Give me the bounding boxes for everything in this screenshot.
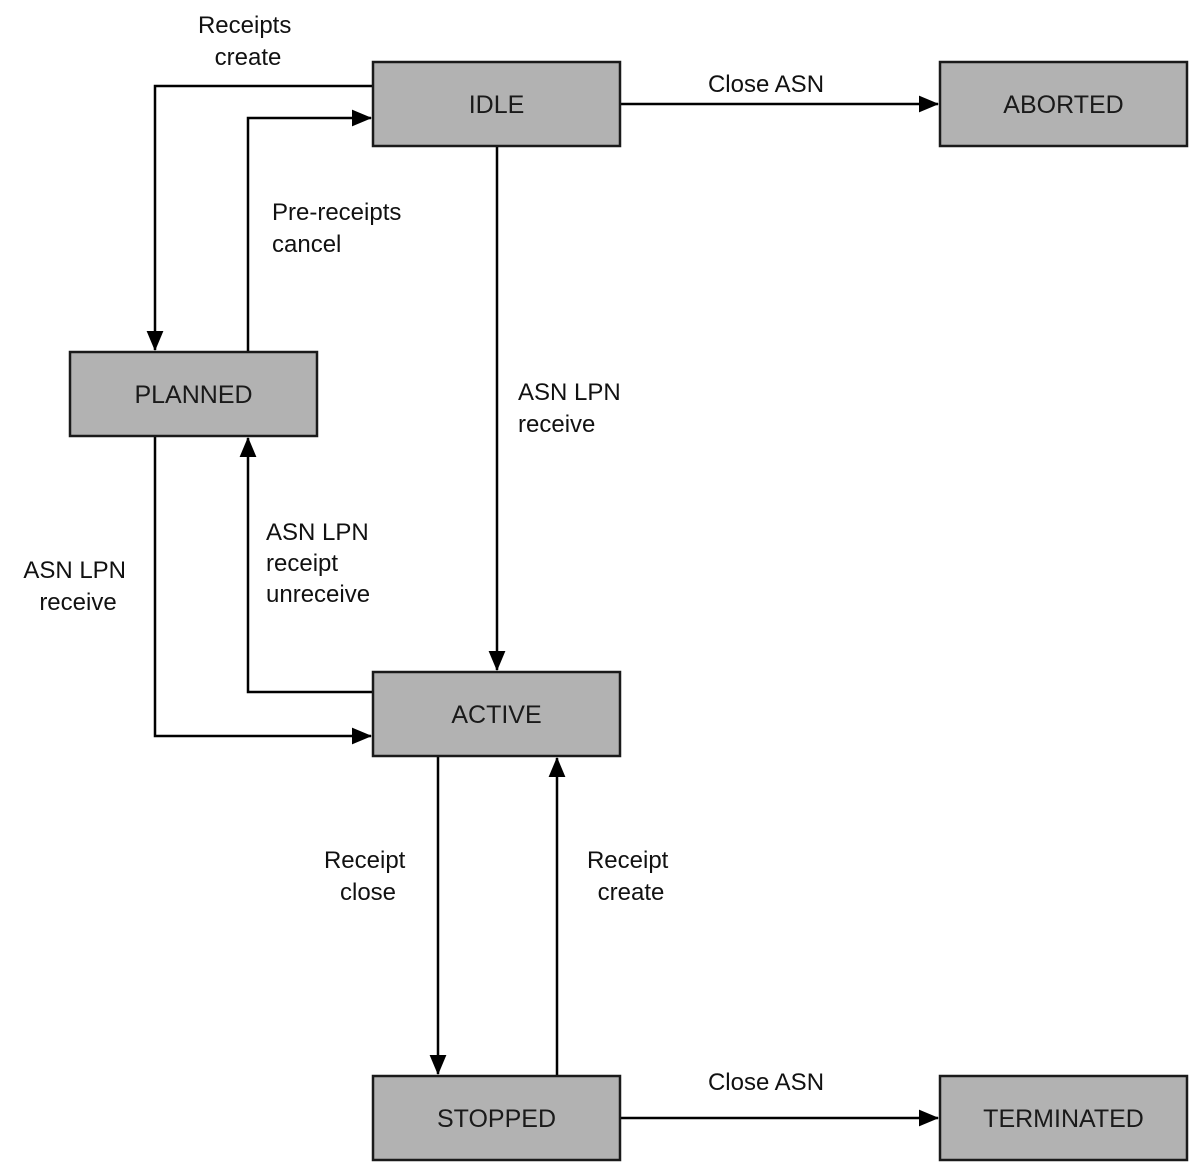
- transition-planned-active-arrow: [153, 436, 372, 745]
- transition-idle-planned-label: Receipts create: [198, 12, 298, 71]
- transition-labels: Close ASN Receipts create Pre-receipts c…: [23, 12, 824, 1096]
- state-planned: PLANNED: [68, 350, 319, 438]
- transition-planned-idle-label: Pre-receipts cancel: [272, 199, 408, 258]
- transition-stopped-terminated-label: Close ASN: [708, 1069, 824, 1096]
- state-stopped: STOPPED: [371, 1074, 622, 1162]
- state-aborted-box: [938, 60, 1189, 148]
- state-terminated-box: [938, 1074, 1189, 1162]
- state-stopped-box: [371, 1074, 622, 1162]
- state-active-box: [371, 670, 622, 758]
- states: IDLE ABORTED PLANNED ACTIVE STOPPED TERM: [68, 60, 1189, 1162]
- transition-idle-aborted-label: Close ASN: [708, 71, 824, 98]
- state-active-label: ACTIVE: [451, 701, 541, 729]
- state-terminated: TERMINATED: [938, 1074, 1189, 1162]
- state-terminated-label: TERMINATED: [983, 1105, 1144, 1133]
- state-idle-box: [371, 60, 622, 148]
- state-active: ACTIVE: [371, 670, 622, 758]
- state-planned-label: PLANNED: [134, 381, 252, 409]
- transition-idle-planned-arrow: [146, 84, 373, 351]
- transition-active-planned-label: ASN LPN receipt unreceive: [266, 519, 375, 608]
- state-aborted: ABORTED: [938, 60, 1189, 148]
- state-aborted-label: ABORTED: [1003, 91, 1123, 119]
- transition-active-planned-arrow: [239, 437, 373, 694]
- state-idle-label: IDLE: [469, 91, 525, 119]
- transition-planned-idle-arrow: [246, 109, 372, 352]
- transition-planned-active-label: ASN LPN receive: [23, 557, 132, 616]
- state-planned-box: [68, 350, 319, 438]
- transition-stopped-active-label: Receipt create: [587, 847, 675, 906]
- transitions: [146, 84, 939, 1127]
- state-stopped-label: STOPPED: [437, 1105, 556, 1133]
- transition-idle-active-label: ASN LPN receive: [518, 379, 627, 438]
- state-idle: IDLE: [371, 60, 622, 148]
- transition-active-stopped-label: Receipt close: [324, 847, 412, 906]
